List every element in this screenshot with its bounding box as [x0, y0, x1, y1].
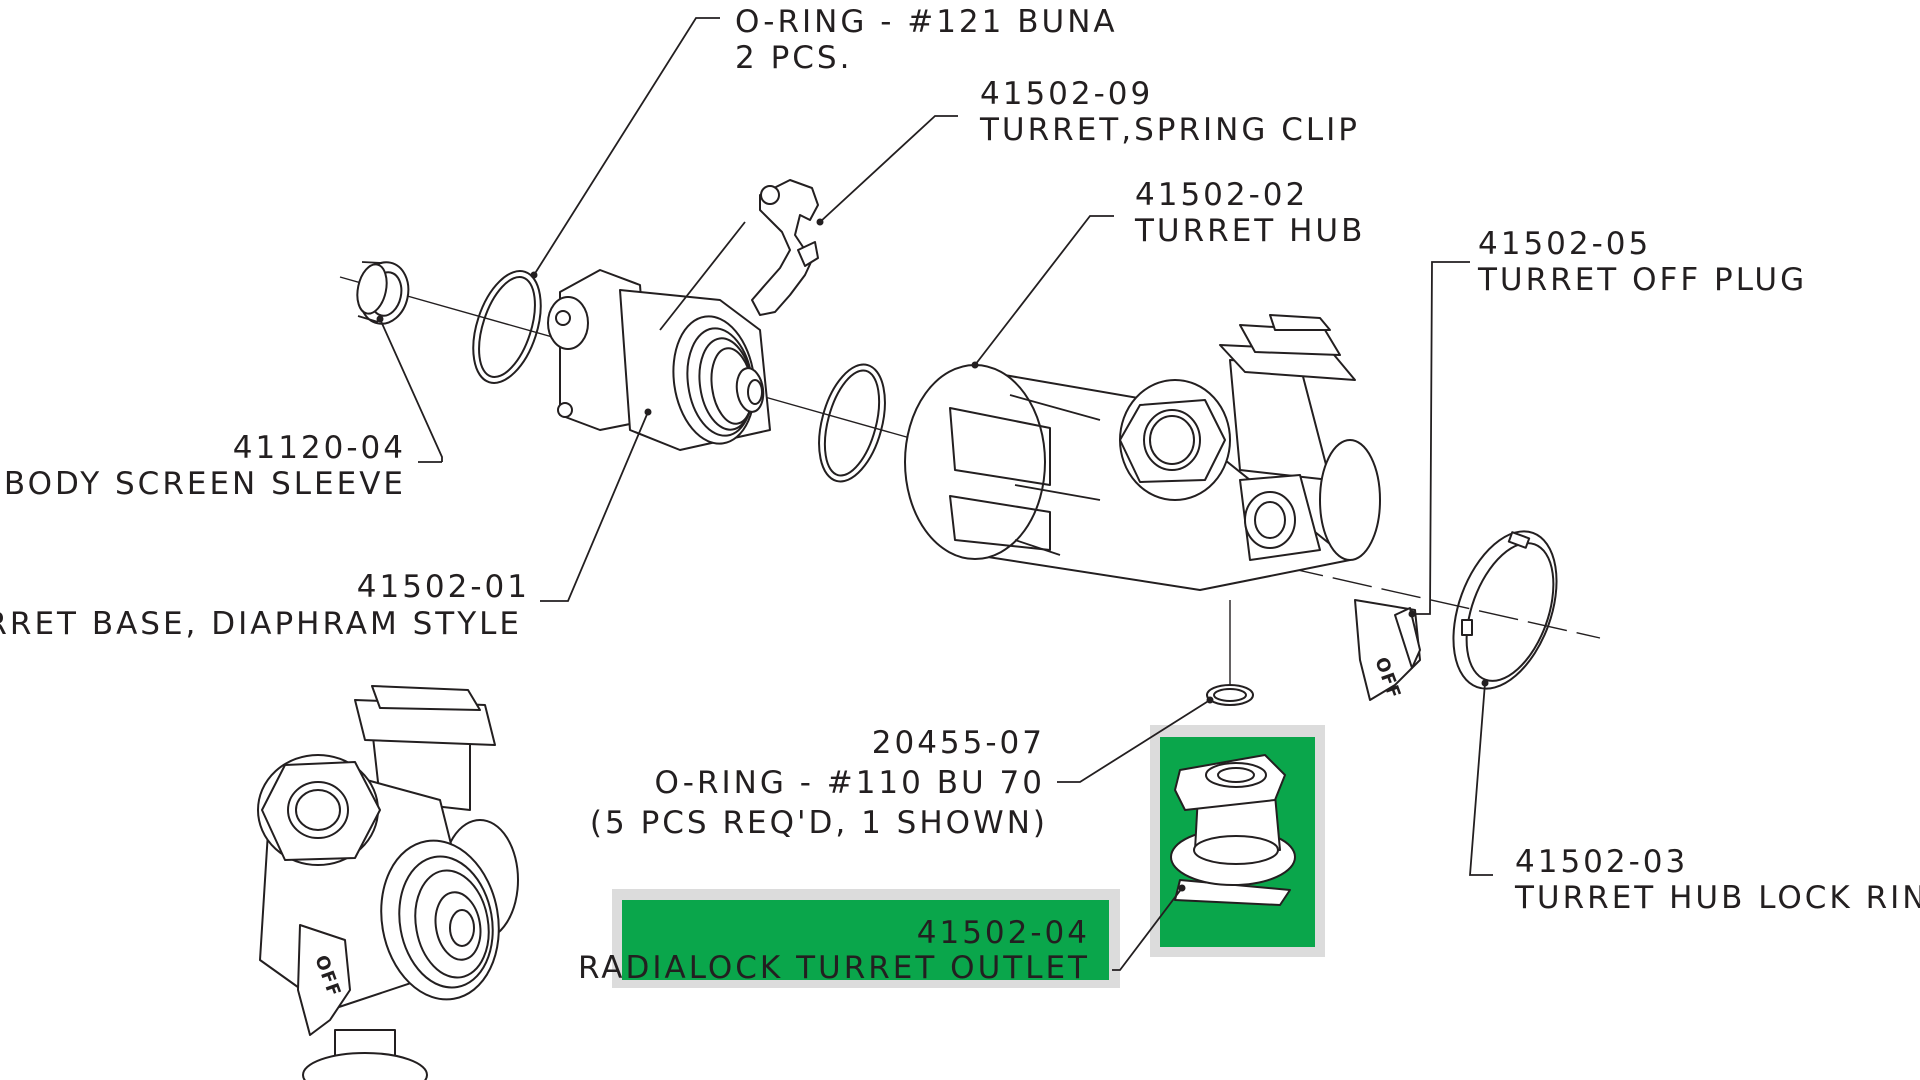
outlet-name: RADIALOCK TURRET OUTLET — [578, 950, 1090, 986]
lock-ring-name: TURRET HUB LOCK RING — [1514, 880, 1920, 916]
oring-121-left-part[interactable] — [461, 263, 554, 392]
lock-ring-part-number: 41502-03 — [1515, 844, 1688, 880]
oring-110-quantity: (5 PCS REQ'D, 1 SHOWN) — [590, 805, 1048, 841]
label-body-screen: 41120-04 BODY SCREEN SLEEVE — [4, 430, 406, 502]
turret-hub-part-number: 41502-02 — [1135, 177, 1308, 213]
label-oring-110: 20455-07 O-RING - #110 BU 70 (5 PCS REQ'… — [590, 725, 1048, 841]
oring-121-label-line2: 2 PCS. — [735, 40, 852, 76]
assembled-turret-view: OFF — [257, 685, 519, 1080]
oring-110-part[interactable] — [1206, 684, 1254, 706]
off-plug-part-number: 41502-05 — [1478, 226, 1651, 262]
turret-base-part[interactable] — [547, 269, 771, 451]
label-oring-121: O-RING - #121 BUNA 2 PCS. — [735, 4, 1118, 76]
label-lock-ring: 41502-03 TURRET HUB LOCK RING — [1514, 844, 1920, 916]
turret-base-name: TURRET BASE, DIAPHRAM STYLE — [0, 606, 522, 642]
oring-121-right-part[interactable] — [807, 357, 896, 488]
turret-hub-name: TURRET HUB — [1134, 213, 1365, 249]
body-screen-sleeve-part[interactable] — [353, 258, 414, 329]
outlet-part-number: 41502-04 — [917, 915, 1090, 951]
label-turret-hub: 41502-02 TURRET HUB — [1134, 177, 1365, 249]
spring-clip-name: TURRET,SPRING CLIP — [979, 112, 1360, 148]
turret-off-plug-part[interactable]: OFF — [1354, 599, 1421, 702]
oring-110-name: O-RING - #110 BU 70 — [655, 765, 1046, 801]
body-screen-name: BODY SCREEN SLEEVE — [4, 466, 406, 502]
turret-base-part-number: 41502-01 — [357, 569, 530, 605]
label-turret-base: 41502-01 TURRET BASE, DIAPHRAM STYLE — [0, 569, 530, 642]
spring-clip-part-number: 41502-09 — [980, 76, 1153, 112]
oring-121-label-line1: O-RING - #121 BUNA — [735, 4, 1118, 40]
off-plug-name: TURRET OFF PLUG — [1477, 262, 1807, 298]
label-radialock-outlet: 41502-04 RADIALOCK TURRET OUTLET — [578, 915, 1090, 986]
body-screen-part-number: 41120-04 — [233, 430, 406, 466]
turret-hub-part[interactable] — [904, 314, 1381, 591]
label-off-plug: 41502-05 TURRET OFF PLUG — [1477, 226, 1807, 298]
radialock-turret-outlet-part[interactable] — [1170, 754, 1296, 906]
label-spring-clip: 41502-09 TURRET,SPRING CLIP — [979, 76, 1360, 148]
outlet-label-highlight[interactable] — [612, 889, 1120, 988]
spring-clip-part[interactable] — [751, 179, 824, 316]
turret-hub-lock-ring-part[interactable] — [1434, 517, 1577, 703]
oring-110-part-number: 20455-07 — [872, 725, 1045, 761]
leader-lines — [379, 17, 1493, 971]
